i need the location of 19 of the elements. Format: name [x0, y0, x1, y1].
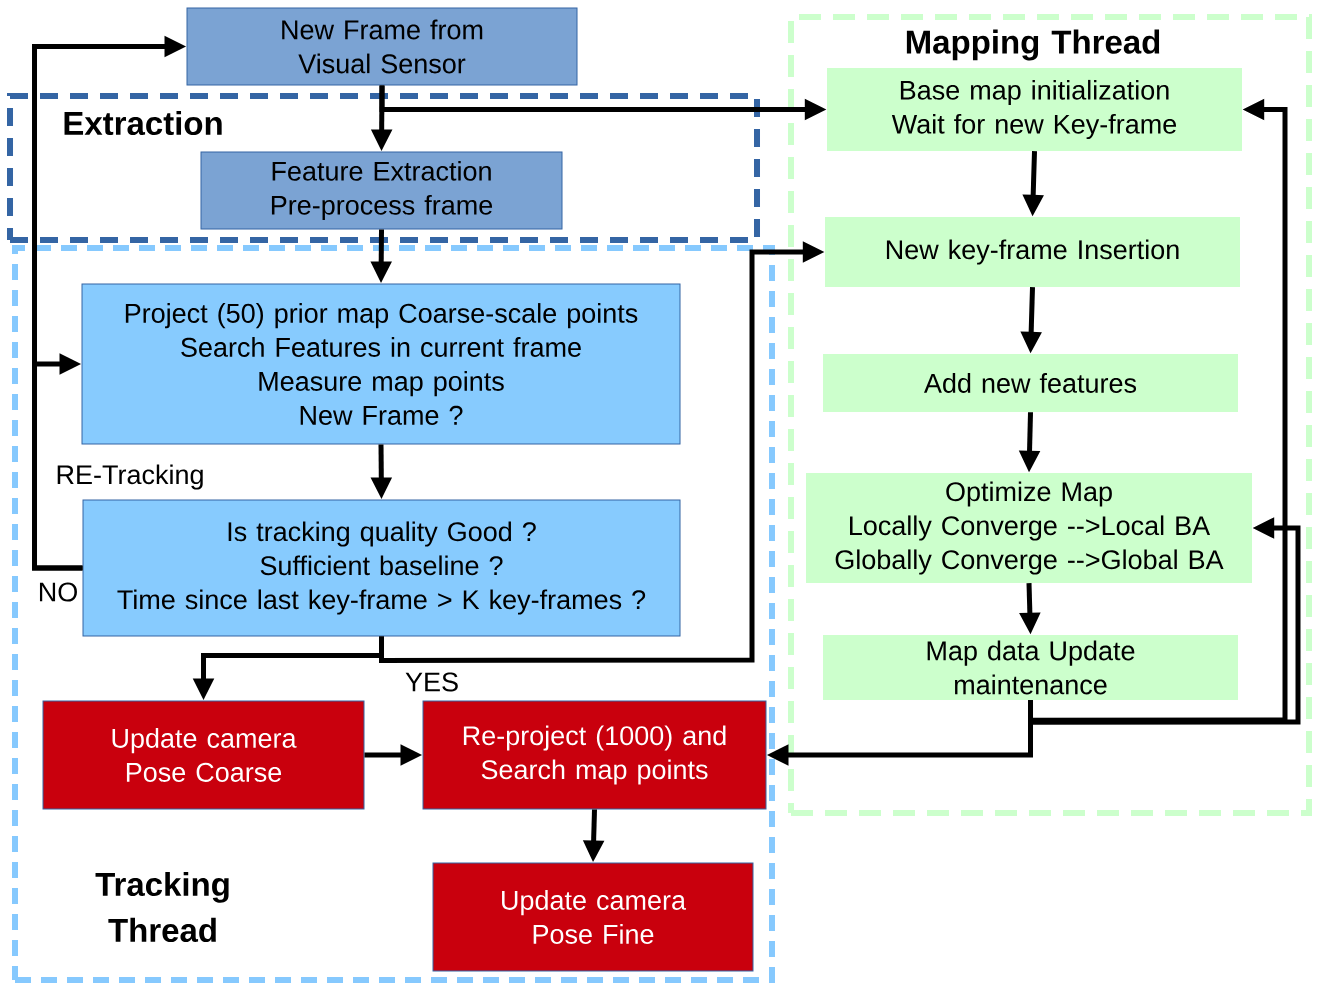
- edge-label: NO: [36, 581, 80, 603]
- group-title: Mapping Thread: [906, 29, 1160, 61]
- process-box: Optimize Map Locally Converge -->Local BA Globally Converge -->Global BA: [806, 473, 1252, 583]
- process-box: New Frame from Visual Sensor: [186, 7, 578, 86]
- process-box: Re-project (1000) and Search map points: [422, 700, 767, 810]
- process-box: Is tracking quality Good ? Sufficient baseline ? Time since last key-frame > K key-frames ?: [82, 499, 681, 637]
- process-box: Feature Extraction Pre-process frame: [200, 151, 563, 230]
- process-box: Add new features: [823, 354, 1238, 412]
- process-box: New key-frame Insertion: [825, 217, 1240, 287]
- group-title: Extraction: [64, 110, 222, 136]
- process-box: Project (50) prior map Coarse-scale points Search Features in current frame Measure map points New Frame ?: [81, 283, 681, 445]
- edge-label: RE-Tracking: [54, 463, 206, 491]
- process-box: Base map initialization Wait for new Key-frame: [827, 68, 1242, 151]
- process-box: Update camera Pose Coarse: [42, 700, 365, 810]
- edge-label: YES: [404, 671, 460, 693]
- process-box: Map data Update maintenance: [823, 635, 1238, 700]
- arrow: [32, 353, 83, 571]
- group-title: Tracking Thread: [95, 871, 229, 943]
- process-box: Update camera Pose Fine: [432, 862, 754, 972]
